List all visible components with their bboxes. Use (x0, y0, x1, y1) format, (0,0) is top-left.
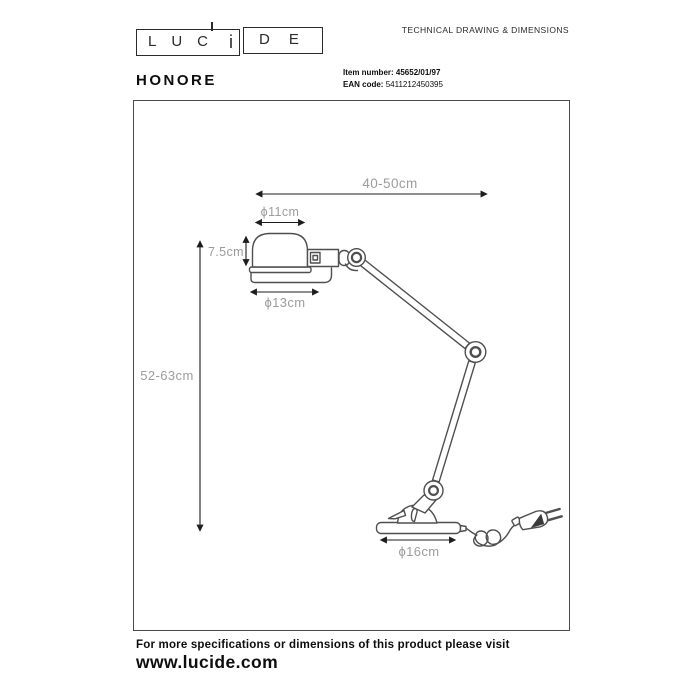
product-codes: Item number: 45652/01/97 EAN code: 54112… (343, 67, 443, 91)
ean-line: EAN code: 5411212450395 (343, 79, 443, 91)
footer-note: For more specifications or dimensions of… (136, 639, 510, 651)
item-number-label: Item number: (343, 68, 394, 77)
plug-body (518, 510, 549, 531)
lamp-shade (251, 232, 309, 268)
joint-elbow-inner (469, 346, 482, 359)
joint-head-inner (350, 251, 363, 264)
dim-label-base-diameter: ϕ16cm (398, 544, 440, 559)
logo-letters-de: DE (259, 31, 318, 48)
power-cord (465, 523, 517, 547)
lamp-arm-upper (359, 259, 471, 350)
plug-shadow (530, 513, 545, 529)
cord-exit-nub (459, 524, 467, 533)
ean-label: EAN code: (343, 80, 384, 89)
product-name: HONORE (136, 72, 217, 89)
dim-label-total-height: 52-63cm (140, 368, 194, 383)
joint-fork (344, 263, 359, 272)
dim-label-width: 40-50cm (362, 176, 418, 191)
dim-label-shade-height: 7.5cm (207, 245, 244, 259)
shade-handle (250, 267, 333, 284)
logo-letter-i: i (229, 32, 233, 52)
dim-label-rim-diameter: ϕ13cm (264, 295, 306, 310)
ean-value: 5411212450395 (385, 80, 443, 89)
switch-button (312, 254, 319, 261)
logo-box-left: LUC (136, 29, 240, 56)
plug-pin-bottom (547, 515, 563, 522)
base-plate (375, 521, 462, 535)
logo-letters-luc: LUC (148, 33, 224, 50)
logo-box-right: DE (243, 27, 323, 54)
power-plug (518, 507, 563, 531)
drawing-frame (133, 100, 570, 631)
plug-pin-top (544, 507, 561, 515)
lamp-arm-lower (431, 360, 476, 483)
logo-accent-tick (211, 22, 213, 31)
joint-lower-inner (428, 485, 440, 497)
item-number-line: Item number: 45652/01/97 (343, 67, 443, 79)
mount-lever (387, 509, 407, 520)
item-number-value: 45652/01/97 (395, 68, 441, 77)
dim-label-shade-diameter: ϕ11cm (260, 205, 300, 219)
document-title: TECHNICAL DRAWING & DIMENSIONS (401, 25, 569, 35)
dimension-arrows (196, 190, 488, 544)
lamp-outline (248, 232, 563, 547)
lamp-technical-drawing (196, 190, 563, 547)
footer-website: www.lucide.com (136, 652, 279, 672)
shade-rim (248, 266, 312, 274)
